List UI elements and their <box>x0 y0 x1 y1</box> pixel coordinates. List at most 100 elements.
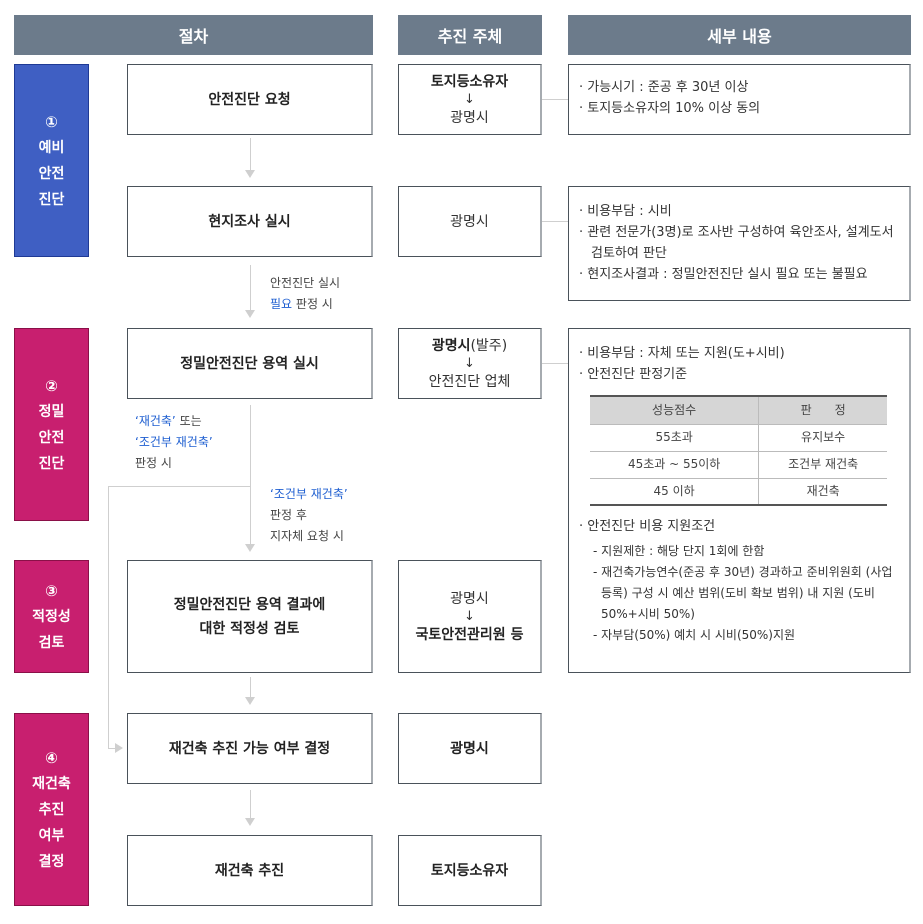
table-cell: 45초과 ~ 55이하 <box>590 451 760 479</box>
detail-subitem: - 지원제한 : 해당 단지 1회에 한함 <box>593 544 765 558</box>
detail-item: · 토지등소유자의 10% 이상 동의 <box>579 101 761 116</box>
step-diagnosis-request: 안전진단 요청 <box>127 64 373 135</box>
step-adequacy-review: 정밀안전진단 용역 결과에 대한 적정성 검토 <box>127 560 373 673</box>
diagnosis-criteria-table: 성능점수 판 정 55초과 유지보수 45초과 ~ 55이하 조건부 재건축 4… <box>590 395 887 506</box>
actor-label: 광명시 <box>450 109 489 126</box>
arrow-down-icon: ↓ <box>464 91 475 107</box>
stage-label-line: 결정 <box>38 853 65 870</box>
flow-line <box>250 265 251 310</box>
flow-note-3: ‘조건부 재건축’ 판정 후 지자체 요청 시 <box>270 484 348 547</box>
note-text: 판정 시 <box>292 297 333 311</box>
arrow-right-icon <box>115 743 123 753</box>
flow-line <box>250 405 251 545</box>
table-header-row: 성능점수 판 정 <box>590 395 887 425</box>
actor-label: 광명시 <box>450 590 489 607</box>
table-row: 55초과 유지보수 <box>590 424 887 452</box>
stage-number: ④ <box>45 748 58 767</box>
arrow-down-icon <box>245 697 255 705</box>
actor-label: 안전진단 업체 <box>428 373 511 390</box>
stage-label-line: 추진 <box>38 801 65 818</box>
arrow-down-icon: ↓ <box>464 608 475 624</box>
detail-box-2: · 비용부담 : 시비 · 관련 전문가(3명)로 조사반 구성하여 육안조사,… <box>568 186 911 301</box>
actor-box-3: 광명시(발주) ↓ 안전진단 업체 <box>398 328 542 399</box>
stage-number: ① <box>45 112 58 131</box>
connector-line <box>542 221 568 222</box>
stage-label-line: 안전 <box>38 165 65 182</box>
stage-label-line: 예비 <box>38 139 65 156</box>
step-label: 안전진단 요청 <box>208 91 291 108</box>
stage-4-reconstruction-decision: ④ 재건축 추진 여부 결정 <box>14 713 89 906</box>
arrow-down-icon: ↓ <box>464 355 475 371</box>
stage-label-line: 여부 <box>38 827 65 844</box>
note-text: 지자체 요청 시 <box>270 529 344 543</box>
header-detail: 세부 내용 <box>568 15 911 55</box>
step-label: 재건축 추진 가능 여부 결정 <box>168 740 331 757</box>
header-procedure: 절차 <box>14 15 373 55</box>
stage-1-preliminary-diagnosis: ① 예비 안전 진단 <box>14 64 89 257</box>
actor-box-6: 토지등소유자 <box>398 835 542 906</box>
connector-line <box>542 363 568 364</box>
stage-label-line: 진단 <box>38 191 65 208</box>
flow-note-2: ‘재건축’ 또는 ‘조건부 재건축’ 판정 시 <box>135 411 213 474</box>
detail-subitem: - 자부담(50%) 예치 시 시비(50%)지원 <box>593 628 796 642</box>
detail-box-1: · 가능시기 : 준공 후 30년 이상 · 토지등소유자의 10% 이상 동의 <box>568 64 911 135</box>
actor-label: 광명시 <box>450 213 489 230</box>
actor-label: 광명시 <box>431 337 471 354</box>
stage-label-line: 적정성 <box>32 608 71 625</box>
arrow-down-icon <box>245 310 255 318</box>
stage-label-line: 재건축 <box>32 775 71 792</box>
stage-label-line: 검토 <box>38 634 65 651</box>
arrow-down-icon <box>245 544 255 552</box>
step-feasibility-decision: 재건축 추진 가능 여부 결정 <box>127 713 373 784</box>
table-cell: 재건축 <box>758 478 887 506</box>
stage-label-line: 안전 <box>38 429 65 446</box>
stage-label-line: 정밀 <box>38 403 65 420</box>
stage-3-adequacy-review: ③ 적정성 검토 <box>14 560 89 673</box>
table-cell: 55초과 <box>590 424 760 452</box>
detail-item: · 비용부담 : 시비 <box>579 204 672 219</box>
detail-item: · 현지조사결과 : 정밀안전진단 실시 필요 또는 불필요 <box>579 267 868 282</box>
stage-2-precise-diagnosis: ② 정밀 안전 진단 <box>14 328 89 521</box>
stage-label-line: 진단 <box>38 455 65 472</box>
detail-item: · 안전진단 비용 지원조건 <box>579 519 716 534</box>
step-site-survey: 현지조사 실시 <box>127 186 373 257</box>
step-label: 현지조사 실시 <box>208 213 291 230</box>
table-cell: 유지보수 <box>758 424 887 452</box>
table-cell: 45 이하 <box>590 478 760 506</box>
actor-label-note: (발주) <box>470 337 508 354</box>
note-highlight: 필요 <box>270 297 293 311</box>
step-label: 정밀안전진단 용역 실시 <box>180 355 319 372</box>
table-row: 45 이하 재건축 <box>590 478 887 506</box>
branch-line <box>108 486 251 487</box>
actor-label: 토지등소유자 <box>430 73 509 90</box>
note-highlight: ‘재건축’ <box>135 414 176 428</box>
detail-item: · 비용부담 : 자체 또는 지원(도+시비) <box>579 346 785 361</box>
actor-box-1: 토지등소유자 ↓ 광명시 <box>398 64 542 135</box>
branch-line <box>108 748 116 749</box>
flow-line <box>250 138 251 170</box>
arrow-down-icon <box>245 818 255 826</box>
actor-label: 토지등소유자 <box>430 862 509 879</box>
flow-line <box>250 790 251 818</box>
flow-note-1: 안전진단 실시 필요 판정 시 <box>270 273 340 315</box>
detail-subitem: - 재건축가능연수(준공 후 30년) 경과하고 준비위원회 (사업등록) 구성… <box>593 565 893 621</box>
table-cell: 조건부 재건축 <box>758 451 887 479</box>
note-highlight: ‘조건부 재건축’ <box>135 435 213 449</box>
step-reconstruction-promotion: 재건축 추진 <box>127 835 373 906</box>
actor-box-5: 광명시 <box>398 713 542 784</box>
detail-item: · 관련 전문가(3명)로 조사반 구성하여 육안조사, 설계도서 검토하여 판… <box>579 225 894 261</box>
step-precise-diagnosis-service: 정밀안전진단 용역 실시 <box>127 328 373 399</box>
step-label: 재건축 추진 <box>214 862 285 879</box>
note-text: 또는 <box>175 414 202 428</box>
stage-number: ② <box>45 376 58 395</box>
stage-number: ③ <box>45 581 58 600</box>
detail-box-3: · 비용부담 : 자체 또는 지원(도+시비) · 안전진단 판정기준 성능점수… <box>568 328 911 673</box>
column-header: 성능점수 <box>590 395 760 425</box>
connector-line <box>542 99 568 100</box>
table-row: 45초과 ~ 55이하 조건부 재건축 <box>590 451 887 479</box>
actor-box-2: 광명시 <box>398 186 542 257</box>
step-label: 대한 적정성 검토 <box>199 620 300 637</box>
detail-item: · 가능시기 : 준공 후 30년 이상 <box>579 80 749 95</box>
step-label: 정밀안전진단 용역 결과에 <box>173 596 326 613</box>
actor-label: 국토안전관리원 등 <box>415 626 524 643</box>
